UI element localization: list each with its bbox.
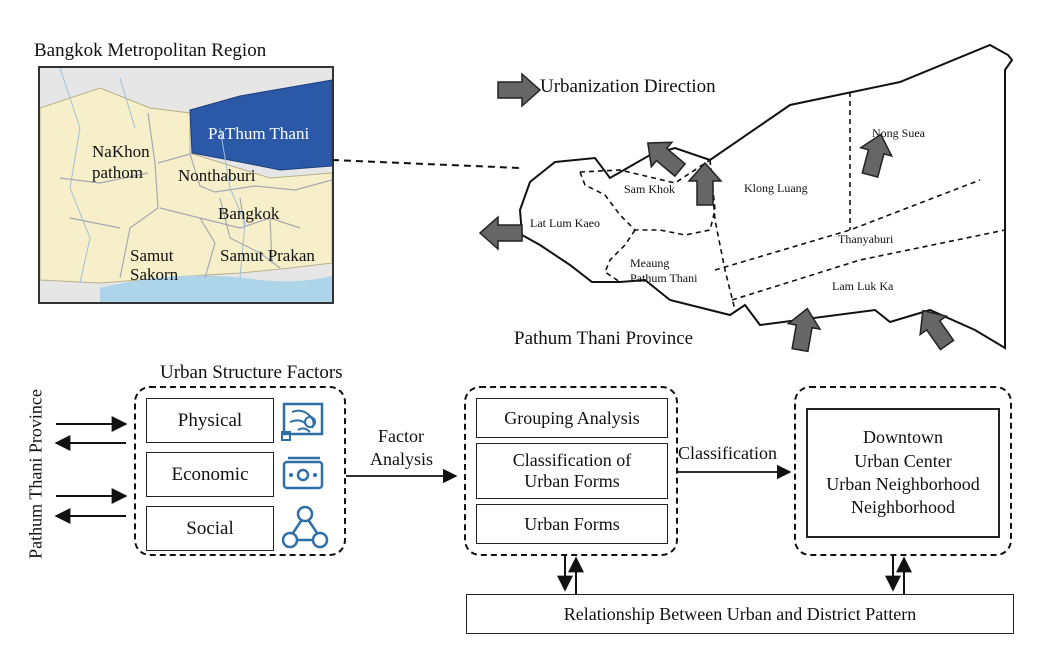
bangkok-label: Bangkok — [218, 204, 280, 223]
classes-group — [794, 386, 1012, 556]
urban-forms-box: Urban Forms — [476, 504, 668, 544]
relationship-box: Relationship Between Urban and District … — [466, 594, 1014, 634]
lat-lum-kaeo-label: Lat Lum Kaeo — [530, 216, 600, 230]
factor-physical-label: Physical — [177, 409, 243, 431]
samut-sakorn-label-2: Sakorn — [130, 265, 179, 284]
factors-title: Urban Structure Factors — [160, 362, 343, 383]
classification-of-label: Classification of — [512, 450, 632, 471]
map-blueprint-icon — [281, 402, 324, 441]
bmr-map-graphic — [40, 68, 332, 302]
classes-relationship-arrows — [885, 554, 912, 594]
arrow-west-icon — [479, 216, 523, 250]
side-label-pathum-thani: Pathum Thani Province — [25, 389, 46, 559]
class-urban-neighborhood: Urban Neighborhood — [826, 474, 980, 494]
urbanization-arrows — [479, 73, 961, 355]
nong-suea-label: Nong Suea — [872, 126, 925, 140]
pathum-thani-map — [518, 43, 1014, 350]
money-icon — [282, 456, 324, 490]
input-output-arrows — [54, 416, 128, 524]
meaung-label-2: Pathum Thani — [630, 271, 698, 285]
methods-group — [464, 386, 678, 556]
arrow-northwest-icon — [636, 129, 692, 184]
factor-physical-box: Physical — [146, 398, 274, 443]
factor-analysis-label-2: Analysis — [370, 449, 433, 469]
classification-urban-forms-box: Classification of Urban Forms — [476, 443, 668, 499]
legend-arrow-icon — [497, 73, 541, 107]
factor-social-label: Social — [186, 517, 234, 539]
province-map-caption: Pathum Thani Province — [514, 328, 694, 349]
factor-social-box: Social — [146, 506, 274, 551]
samut-sakorn-label-1: Samut — [130, 246, 174, 265]
nonthaburi-label: Nonthaburi — [178, 166, 256, 185]
nakhon-pathom-label-2: pathom — [92, 163, 143, 182]
urban-forms-label: Urban Forms — [524, 513, 620, 534]
relationship-label: Relationship Between Urban and District … — [563, 603, 917, 624]
class-urban-center: Urban Center — [854, 450, 952, 471]
lam-luk-ka-label: Lam Luk Ka — [832, 279, 894, 293]
classes-box: Downtown Urban Center Urban Neighborhood… — [806, 408, 1000, 538]
bmr-map: PaThum Thani NaKhon pathom Nonthaburi Ba… — [38, 66, 334, 304]
samut-prakan-label: Samut Prakan — [220, 246, 315, 265]
arrow-south-1-icon — [783, 305, 824, 354]
bmr-map-title: Bangkok Metropolitan Region — [34, 40, 267, 61]
factor-economic-box: Economic — [146, 452, 274, 497]
map-connector — [331, 159, 521, 169]
factor-analysis-arrow — [346, 468, 458, 484]
grouping-analysis-label: Grouping Analysis — [504, 407, 640, 428]
nakhon-pathom-label-1: NaKhon — [92, 142, 150, 161]
classification-arrow — [678, 464, 792, 480]
classification-label: Classification — [678, 443, 777, 463]
thanyaburi-label: Thanyaburi — [838, 232, 894, 246]
social-network-icon — [281, 505, 329, 549]
factors-group — [134, 386, 346, 556]
urbanization-direction-legend: Urbanization Direction — [540, 76, 716, 97]
arrow-north-1-icon — [688, 162, 722, 206]
arrow-north-2-icon — [853, 129, 898, 180]
factor-analysis-label-1: Factor — [378, 426, 424, 446]
classification-urban-forms-label: Urban Forms — [524, 471, 620, 491]
factor-economic-label: Economic — [171, 463, 249, 485]
class-neighborhood: Neighborhood — [851, 497, 955, 518]
sam-khok-label: Sam Khok — [624, 182, 675, 196]
class-downtown: Downtown — [863, 427, 943, 448]
grouping-analysis-box: Grouping Analysis — [476, 398, 668, 438]
meaung-label-1: Meaung — [630, 256, 670, 270]
methods-relationship-arrows — [557, 554, 584, 594]
klong-luang-label: Klong Luang — [744, 181, 808, 195]
arrow-south-2-icon — [909, 300, 961, 355]
pathum-thani-label: PaThum Thani — [208, 124, 310, 143]
